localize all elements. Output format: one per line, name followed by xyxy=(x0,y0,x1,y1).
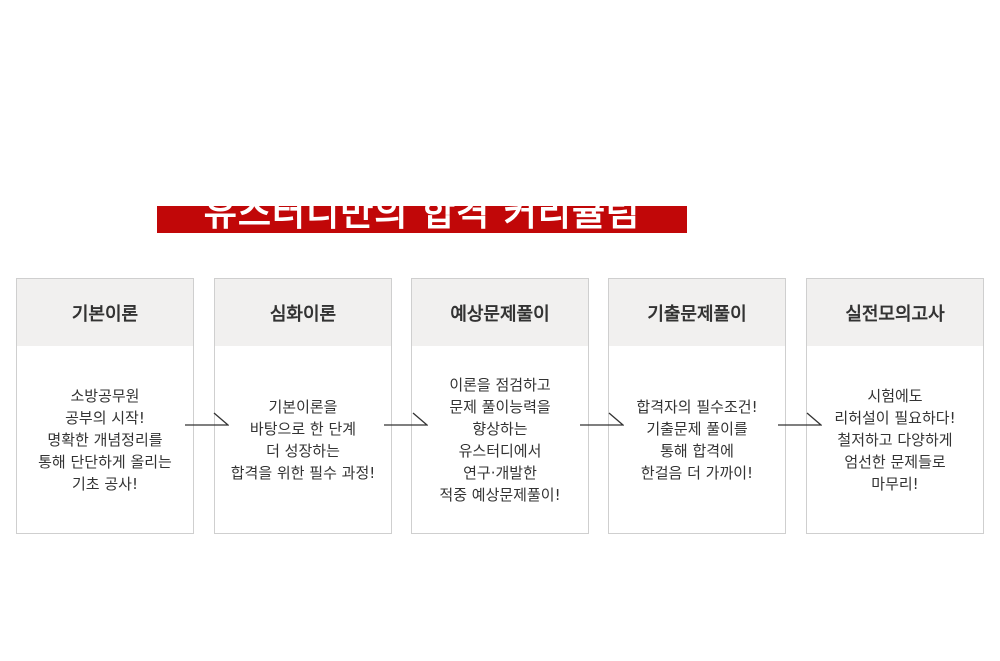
step-description: 소방공무원 공부의 시작! 명확한 개념정리를 통해 단단하게 올리는 기초 공… xyxy=(38,386,172,493)
arrow-right-icon xyxy=(580,412,624,426)
step-title: 기출문제풀이 xyxy=(609,279,785,346)
arrow-right-icon xyxy=(185,412,229,426)
arrow-right-icon xyxy=(384,412,428,426)
step-description: 이론을 점검하고 문제 풀이능력을 향상하는 유스터디에서 연구·개발한 적중 … xyxy=(439,375,561,504)
step-title: 기본이론 xyxy=(17,279,193,346)
step-card-past-exams: 기출문제풀이 합격자의 필수조건! 기출문제 풀이를 통해 합격에 한걸음 더 … xyxy=(608,278,786,534)
step-title: 예상문제풀이 xyxy=(412,279,588,346)
banner-title: 유스터디만의 합격 커리큘럼 xyxy=(203,206,641,233)
step-card-basic-theory: 기본이론 소방공무원 공부의 시작! 명확한 개념정리를 통해 단단하게 올리는… xyxy=(16,278,194,534)
step-description: 기본이론을 바탕으로 한 단계 더 성장하는 합격을 위한 필수 과정! xyxy=(230,397,376,482)
step-description: 합격자의 필수조건! 기출문제 풀이를 통해 합격에 한걸음 더 가까이! xyxy=(636,397,758,482)
step-card-mock-exam: 실전모의고사 시험에도 리허설이 필요하다! 철저하고 다양하게 엄선한 문제들… xyxy=(806,278,984,534)
step-title: 실전모의고사 xyxy=(807,279,983,346)
step-card-expected-problems: 예상문제풀이 이론을 점검하고 문제 풀이능력을 향상하는 유스터디에서 연구·… xyxy=(411,278,589,534)
arrow-right-icon xyxy=(778,412,822,426)
step-description: 시험에도 리허설이 필요하다! 철저하고 다양하게 엄선한 문제들로 마무리! xyxy=(834,386,956,493)
step-card-advanced-theory: 심화이론 기본이론을 바탕으로 한 단계 더 성장하는 합격을 위한 필수 과정… xyxy=(214,278,392,534)
curriculum-banner: 유스터디만의 합격 커리큘럼 xyxy=(157,206,687,233)
step-title: 심화이론 xyxy=(215,279,391,346)
